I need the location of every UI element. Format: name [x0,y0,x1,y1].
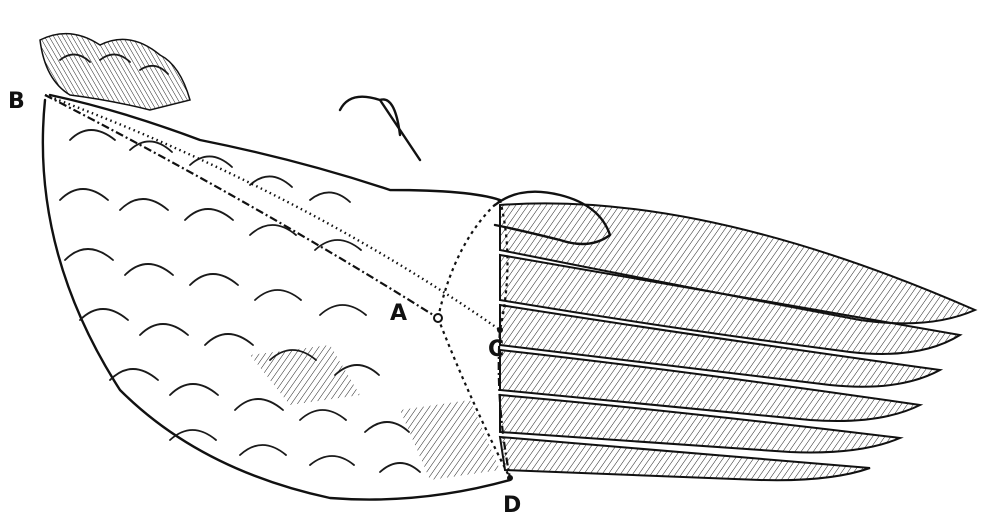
label-b: B [8,89,25,114]
label-d: D [503,493,521,518]
line-b-a [45,95,438,318]
point-c-marker [497,327,503,333]
shaded-covert-patch [250,345,360,405]
point-d-marker [507,475,513,481]
label-a: A [390,301,407,326]
flight-feathers [500,203,975,480]
point-a-marker [434,314,442,322]
arc-top [438,200,508,330]
label-c: C [488,337,504,362]
